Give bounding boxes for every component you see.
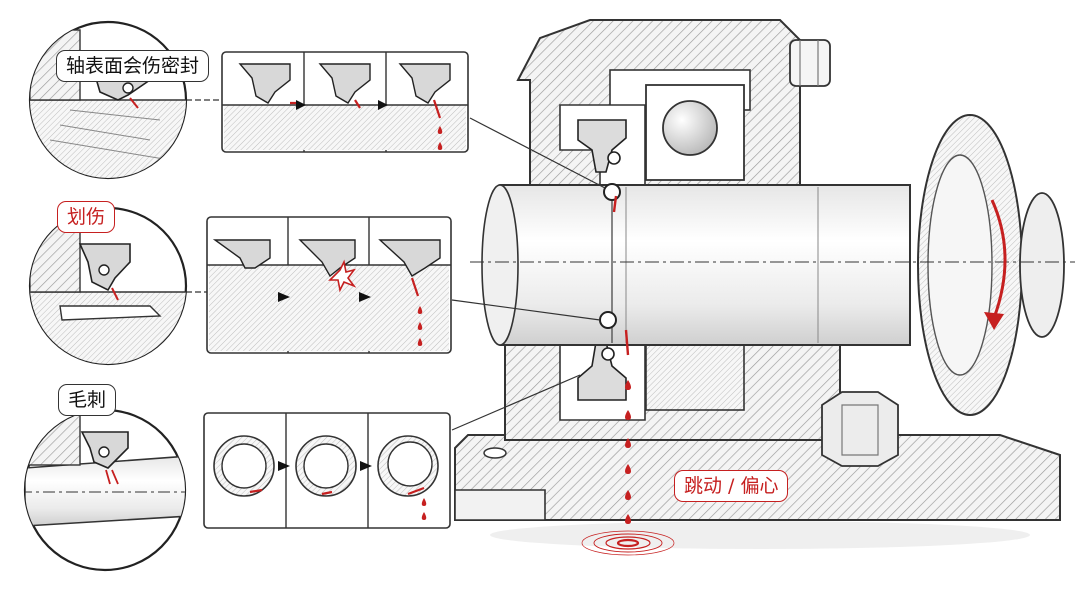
detail-circle-burr — [23, 408, 187, 572]
base-bolt-hole-left — [483, 447, 507, 459]
bearing-outer-ring-lower — [645, 339, 745, 411]
arrow-right-icon — [296, 100, 388, 110]
hex-nut — [821, 391, 899, 467]
label-shaft-surface-damages-seal: 轴表面会伤密封 — [56, 50, 210, 82]
oil-puddle — [581, 530, 675, 556]
detail-circle-scratch — [28, 206, 188, 366]
leader-lines — [186, 99, 606, 431]
sequence-panel-runout — [203, 412, 451, 529]
sequence-panel-scratch — [206, 216, 452, 354]
garter-spring-lower — [601, 347, 615, 361]
oil-drop-icon — [625, 380, 631, 524]
arrow-right-icon — [278, 292, 371, 302]
arrow-right-icon — [278, 461, 372, 471]
label-scratch: 划伤 — [57, 201, 116, 233]
label-burr: 毛刺 — [58, 384, 117, 416]
detail-circle-surface-wear — [28, 20, 188, 180]
bearing-housing-assembly — [454, 19, 1075, 556]
garter-spring-upper — [607, 151, 621, 165]
bearing-ball-upper — [662, 100, 718, 156]
rotation-arrow-icon — [990, 199, 1007, 319]
hub — [1019, 192, 1065, 338]
shaft-end-left — [481, 184, 519, 346]
sequence-panel-surface-wear — [221, 51, 469, 153]
label-runout-eccentricity: 跳动 / 偏心 — [674, 470, 789, 502]
shaft — [487, 184, 911, 346]
oil-seal-upper — [577, 119, 627, 173]
top-bolt — [789, 39, 831, 87]
impact-burst-icon — [328, 259, 357, 293]
contact-point-lower — [599, 311, 617, 329]
contact-point-upper — [603, 183, 621, 201]
base-foot-left — [454, 489, 546, 521]
ground-shadow — [490, 521, 1030, 549]
